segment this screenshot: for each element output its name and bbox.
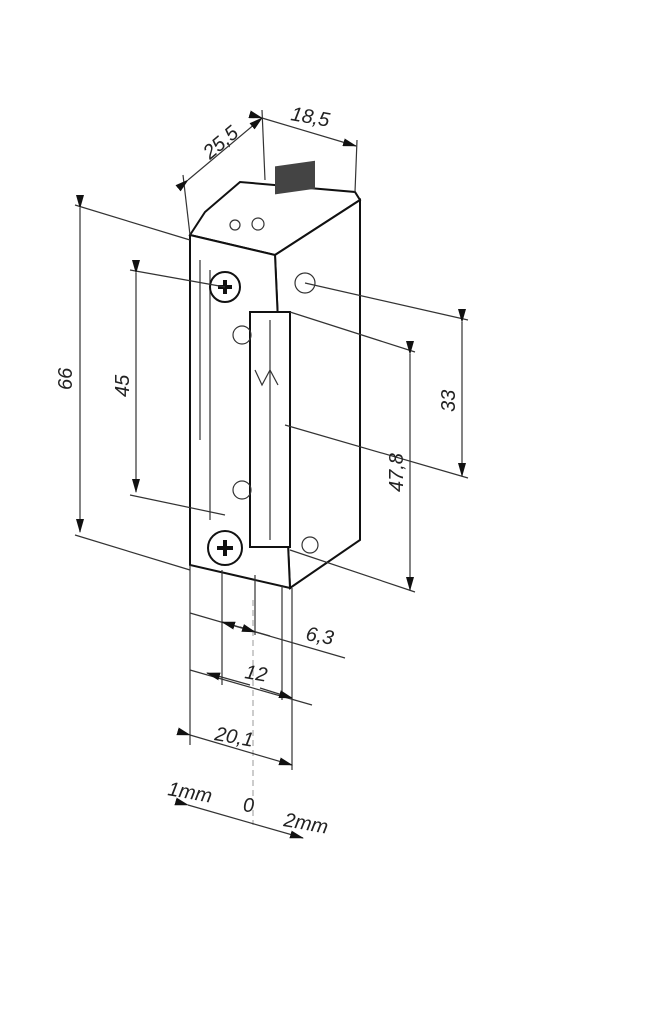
side-hole-bottom	[301, 536, 319, 554]
scale-center: 0	[243, 795, 254, 817]
screw-bottom-icon	[207, 530, 243, 566]
pivot-top	[232, 325, 252, 345]
terminal-hole	[229, 219, 241, 231]
dimension-lines	[74, 109, 469, 839]
scale-left: 1mm	[166, 778, 214, 807]
dim-depth: 25,5	[198, 121, 243, 164]
dim-latch-offset: 33	[438, 390, 460, 412]
dim-offset-small: 6,3	[304, 623, 335, 649]
dim-latch-height: 47,8	[386, 453, 408, 492]
dim-height: 66	[55, 367, 77, 390]
dim-screw-spacing: 45	[112, 374, 134, 397]
dim-front-width: 20,1	[212, 723, 255, 752]
dim-offset-mid: 12	[243, 661, 269, 687]
terminal-block	[275, 160, 315, 195]
side-hole-top	[294, 272, 316, 294]
pivot-bottom	[232, 480, 252, 500]
strike-body	[188, 160, 362, 590]
